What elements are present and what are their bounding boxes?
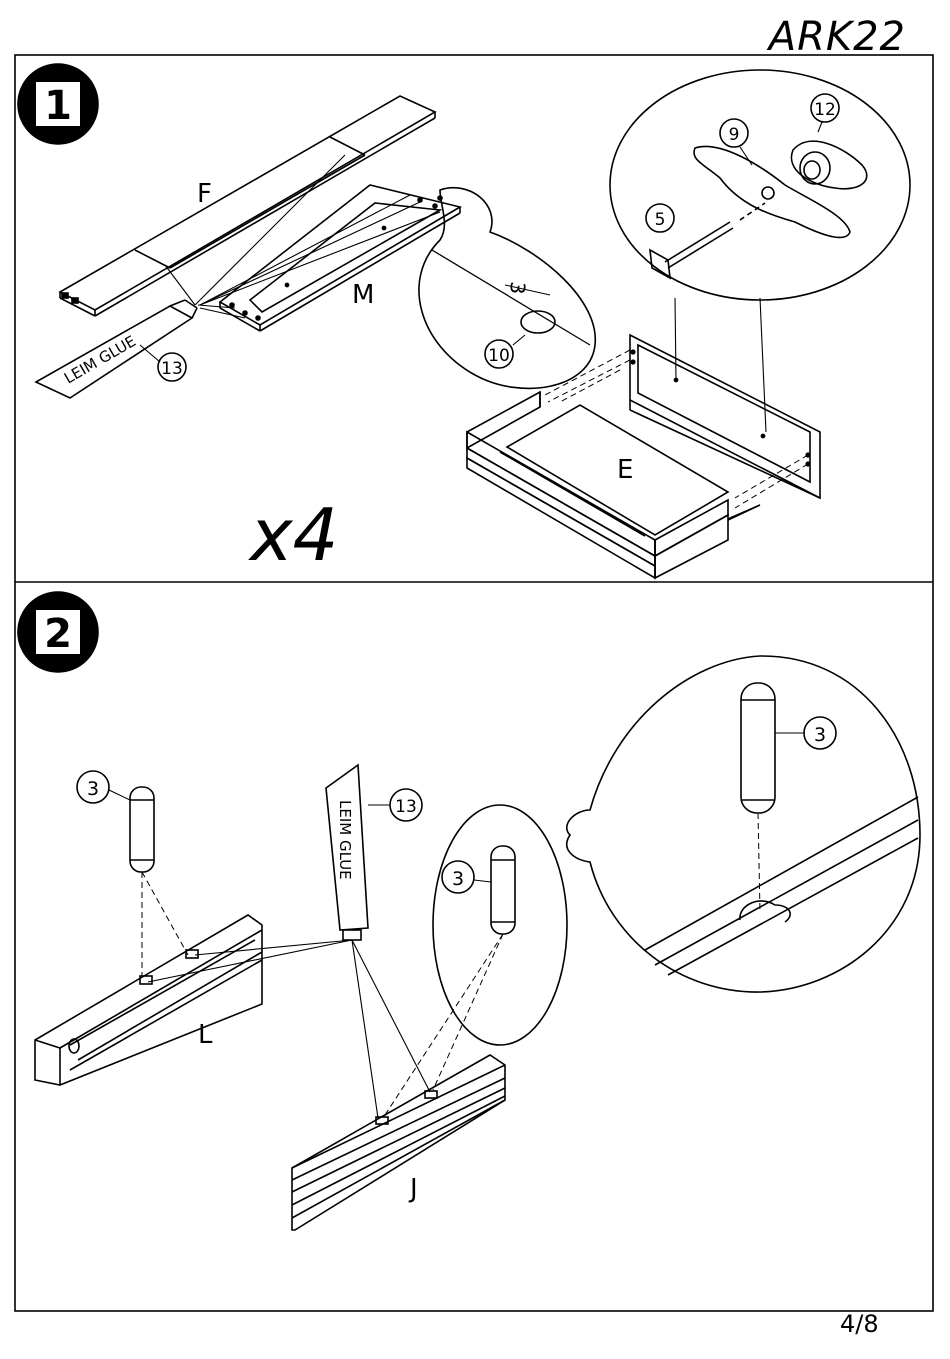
dimension-3: 3 xyxy=(505,281,530,296)
page-number: 4/8 xyxy=(840,1310,879,1338)
label-j: J xyxy=(408,1174,418,1204)
part-10: 10 xyxy=(488,346,510,366)
label-e: E xyxy=(617,455,633,485)
part-13-step1: 13 xyxy=(161,359,183,379)
label-m: M xyxy=(352,280,374,310)
part-5: 5 xyxy=(655,210,666,230)
detail-bubble-large xyxy=(567,656,920,992)
rail-j xyxy=(292,1055,505,1230)
step1-number: 1 xyxy=(44,83,72,129)
label-l: L xyxy=(198,1020,213,1050)
page-frame xyxy=(15,55,933,1311)
glue-tube-step2: LEIM GLUE xyxy=(326,765,368,940)
step2-badge: 2 xyxy=(18,592,98,672)
drawer-e xyxy=(467,335,820,578)
panel-m xyxy=(220,185,460,331)
dowel-left xyxy=(130,787,154,872)
part-3-middle: 3 xyxy=(452,868,464,890)
glue-tube-step1: LEIM GLUE xyxy=(36,300,197,398)
detail-bubble-dowel xyxy=(385,805,567,1115)
glue-arrows-step2 xyxy=(148,940,430,1118)
step1-quantity: x4 xyxy=(248,493,338,577)
part-3-large: 3 xyxy=(814,724,826,746)
rail-l xyxy=(35,915,262,1085)
step2-number: 2 xyxy=(44,611,72,657)
detail-bubble-hardware xyxy=(610,70,910,300)
part-3-left: 3 xyxy=(87,778,99,800)
part-13-step2: 13 xyxy=(395,797,417,817)
step1-badge: 1 xyxy=(18,64,98,144)
part-9: 9 xyxy=(729,125,740,145)
label-f: F xyxy=(197,179,212,209)
part-12: 12 xyxy=(814,100,836,120)
glue-label-step2: LEIM GLUE xyxy=(336,800,354,880)
